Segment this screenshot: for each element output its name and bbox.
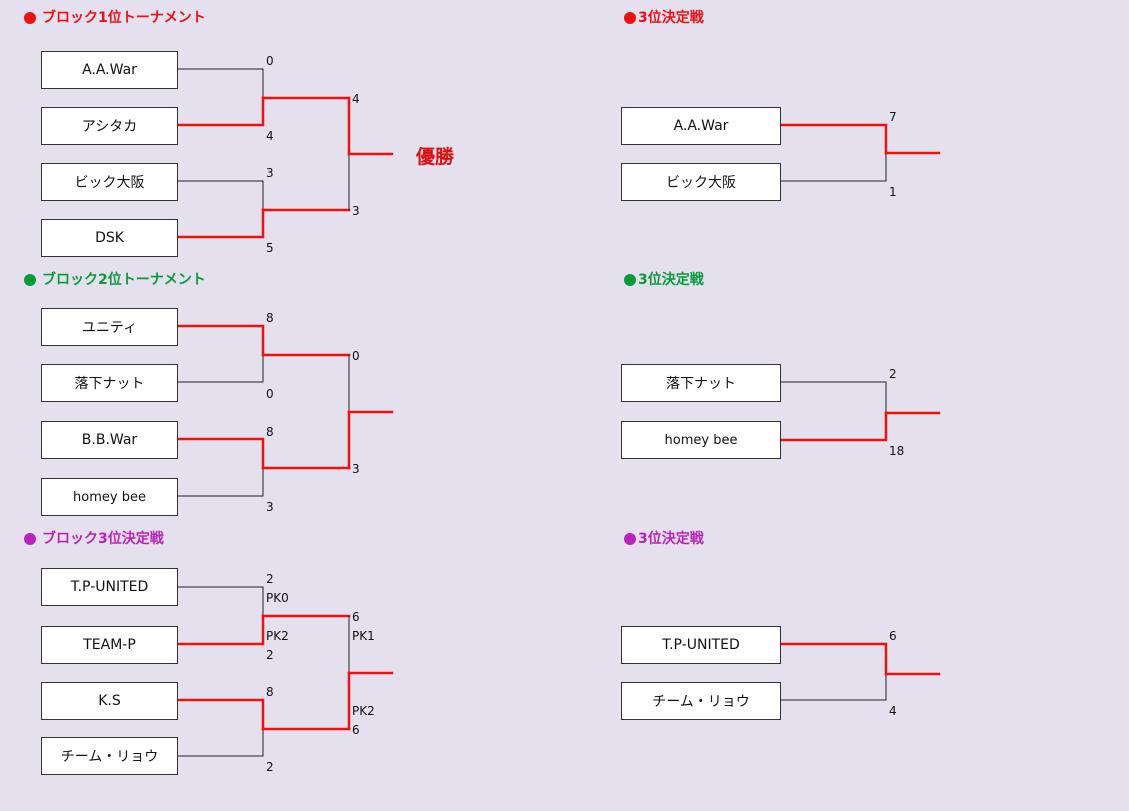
b3-score-1: 2 (266, 572, 274, 586)
b3-team-1[interactable]: T.P-UNITED (41, 568, 178, 606)
b1-team-3[interactable]: ビック大阪 (41, 163, 178, 201)
green-dot-icon (624, 274, 636, 286)
b1-score-2: 4 (266, 129, 274, 143)
b2-final-score-2: 3 (352, 462, 360, 476)
purple-dot-icon (624, 533, 636, 545)
b1-line-team4 (176, 208, 265, 239)
b1t-team-2[interactable]: ビック大阪 (621, 163, 781, 201)
block1-third-heading-text: 3位決定戦 (638, 10, 704, 26)
block1-heading-text: ブロック1位トーナメント (42, 10, 206, 26)
b3-line-team2 (176, 614, 265, 646)
block3-heading-text: ブロック3位決定戦 (42, 531, 164, 547)
b2-team-1[interactable]: ユニティ (41, 308, 178, 346)
b3-line-team3 (176, 698, 265, 731)
b2t-score-2: 18 (889, 444, 905, 458)
b3-score-3: 8 (266, 685, 274, 699)
b3t-line-team2 (780, 673, 887, 701)
b2t-line-team2 (779, 411, 888, 442)
b3-score-2-pk: PK2 (266, 629, 289, 643)
champion-label: 優勝 (416, 146, 455, 168)
b3-team-3[interactable]: K.S (41, 682, 178, 720)
block1-third-heading: 3位決定戦 (624, 9, 704, 27)
b1t-line-team1 (779, 123, 888, 155)
b2-line-team4 (177, 467, 264, 497)
purple-dot-icon (24, 533, 36, 545)
b3t-team-2[interactable]: チーム・リョウ (621, 682, 781, 720)
b2-score-4: 3 (266, 500, 274, 514)
b3-score-4: 2 (266, 760, 274, 774)
b1t-score-1: 7 (889, 110, 897, 124)
red-dot-icon (624, 12, 636, 24)
block3-third-heading: 3位決定戦 (624, 530, 704, 548)
b2-final-score-1: 0 (352, 349, 360, 363)
block2-heading: ブロック2位トーナメント (24, 271, 206, 289)
b2-score-2: 0 (266, 387, 274, 401)
b1-team-1[interactable]: A.A.War (41, 51, 178, 89)
b1t-score-2: 1 (889, 185, 897, 199)
b2-score-3: 8 (266, 425, 274, 439)
b2t-team-2[interactable]: homey bee (621, 421, 781, 459)
b1t-team-1[interactable]: A.A.War (621, 107, 781, 145)
b3-line-team4 (177, 728, 264, 757)
block2-heading-text: ブロック2位トーナメント (42, 272, 206, 288)
b3t-score-2: 4 (889, 704, 897, 718)
b1-score-1: 0 (266, 54, 274, 68)
b1-team-4[interactable]: DSK (41, 219, 178, 257)
b2t-team-1[interactable]: 落下ナット (621, 364, 781, 402)
b1-line-team2 (176, 96, 265, 127)
b2-line-team2 (177, 354, 264, 383)
b2-line-team3 (176, 437, 265, 470)
block1-heading: ブロック1位トーナメント (24, 9, 206, 27)
b3-final-score-2-pk: PK2 (352, 704, 375, 718)
b2-team-3[interactable]: B.B.War (41, 421, 178, 459)
block3-heading: ブロック3位決定戦 (24, 530, 164, 548)
b3-score-1-pk: PK0 (266, 591, 289, 605)
b1-line-team3 (177, 180, 264, 211)
b1t-line-team2 (780, 152, 887, 182)
green-dot-icon (24, 274, 36, 286)
b3t-score-1: 6 (889, 629, 897, 643)
block2-third-heading: 3位決定戦 (624, 271, 704, 289)
b3-line-team1 (177, 586, 264, 617)
b2-team-2[interactable]: 落下ナット (41, 364, 178, 402)
b3-team-4[interactable]: チーム・リョウ (41, 737, 178, 775)
b1-final-score-2: 3 (352, 204, 360, 218)
b3t-line-team1 (779, 642, 888, 676)
b2-team-4[interactable]: homey bee (41, 478, 178, 516)
b3t-team-1[interactable]: T.P-UNITED (621, 626, 781, 664)
red-dot-icon (24, 12, 36, 24)
b1-line-team1 (177, 68, 264, 99)
b2t-line-team1 (780, 381, 887, 414)
block3-third-heading-text: 3位決定戦 (638, 531, 704, 547)
b3-team-2[interactable]: TEAM-P (41, 626, 178, 664)
b1-score-3: 3 (266, 166, 274, 180)
b3-final-score-1: 6 (352, 610, 360, 624)
b1-team-2[interactable]: アシタカ (41, 107, 178, 145)
b2t-score-1: 2 (889, 367, 897, 381)
b2-score-1: 8 (266, 311, 274, 325)
b3-final-score-2: 6 (352, 723, 360, 737)
b3-final-score-1-pk: PK1 (352, 629, 375, 643)
b3-score-2: 2 (266, 648, 274, 662)
block2-third-heading-text: 3位決定戦 (638, 272, 704, 288)
b1-final-score-1: 4 (352, 92, 360, 106)
b1-score-4: 5 (266, 241, 274, 255)
b2-line-team1 (176, 324, 265, 357)
